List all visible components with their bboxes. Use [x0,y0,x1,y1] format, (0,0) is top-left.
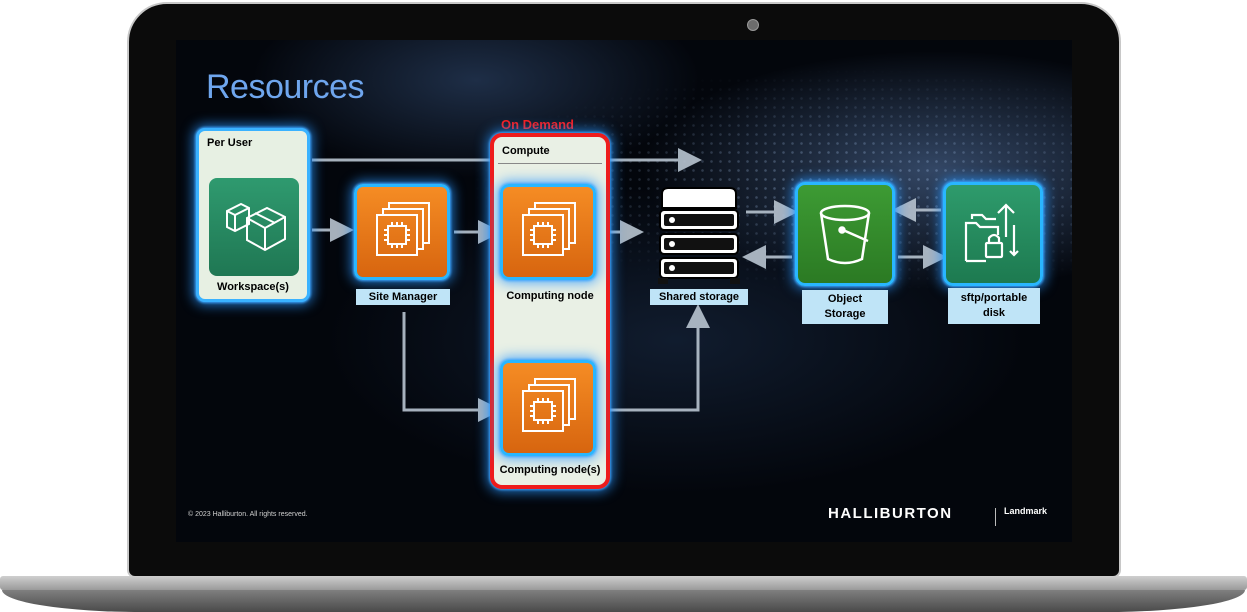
footer-separator [995,508,996,526]
sftp-label: sftp/portable disk [948,288,1040,324]
on-demand-label: On Demand [501,117,574,132]
computing-nodes-label: Computing node(s) [499,464,601,476]
computing-nodes [500,360,596,456]
object-storage-node [795,182,895,286]
laptop-base-bottom [2,590,1245,612]
shared-storage-label: Shared storage [650,289,748,305]
slide-title: Resources [206,68,365,106]
footer-sub-brand: Landmark [1004,506,1048,516]
computing-node-label: Computing node [506,290,594,302]
background-dots [176,40,1072,542]
connector-lines [312,148,947,422]
wire-site-manager-to-nodes [402,312,502,422]
ec2-chip-icon [376,202,430,256]
compute-divider [498,163,602,164]
object-storage-label: Object Storage [802,290,888,324]
ec2-chip-icon [522,378,576,432]
computing-node [500,184,596,280]
site-manager-node [354,184,450,280]
slide-screen: Resources Per User [176,40,1072,542]
ec2-chip-icon [522,202,576,256]
sftp-node [943,182,1043,286]
footer-brand-logo: HALLIBURTON [828,505,953,522]
workspace-icon [209,178,299,276]
site-manager-label: Site Manager [356,289,450,305]
camera-icon [747,19,759,31]
wire-nodes-to-storage [604,304,710,412]
bucket-icon [819,204,871,265]
laptop-base-top [0,576,1247,590]
transfer-family-icon [964,203,1019,263]
laptop-base [0,576,1247,612]
workspace-label: Workspace(s) [217,281,289,293]
footer-copyright: © 2023 Halliburton. All rights reserved. [188,511,308,518]
server-stack-icon [658,187,740,284]
compute-label: Compute [502,145,550,157]
per-user-group: Per User Workspace(s) [196,128,310,302]
per-user-label: Per User [207,137,253,149]
